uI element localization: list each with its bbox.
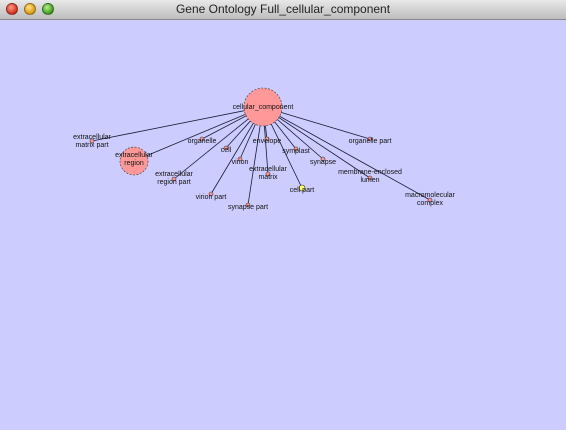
node-circle-cellular-component[interactable] bbox=[243, 87, 283, 127]
node-label-extracellular-region-part: region part bbox=[157, 179, 191, 186]
node-label-extracellular-matrix: extracellular bbox=[249, 166, 287, 173]
node-circle-extracellular-region[interactable] bbox=[119, 146, 149, 176]
node-label-membrane-enclosed-lumen: membrane-enclosed bbox=[338, 169, 402, 176]
node-circle-symplast[interactable] bbox=[293, 146, 299, 152]
node-circle-extracellular-region-part[interactable] bbox=[171, 176, 177, 182]
node-label-organelle-part: organelle part bbox=[349, 138, 392, 145]
node-label-symplast: symplast bbox=[282, 148, 310, 155]
node-circle-virion[interactable] bbox=[237, 156, 243, 162]
node-label-cell-part: cell part bbox=[290, 187, 315, 194]
window-title: Gene Ontology Full_cellular_component bbox=[175, 2, 391, 16]
node-circle-macromolecular-complex[interactable] bbox=[427, 197, 433, 203]
node-label-macromolecular-complex: complex bbox=[417, 200, 444, 207]
node-circle-synapse-part[interactable] bbox=[245, 202, 251, 208]
node-circle-extracellular-matrix-part[interactable] bbox=[89, 138, 95, 144]
node-cell-part[interactable]: cell part bbox=[290, 184, 315, 194]
node-envelope[interactable]: envelope bbox=[253, 136, 282, 145]
node-label-macromolecular-complex: macromolecular bbox=[405, 192, 455, 199]
node-circle-organelle[interactable] bbox=[199, 136, 205, 142]
node-label-extracellular-region: region bbox=[124, 160, 144, 167]
node-label-membrane-enclosed-lumen: lumen bbox=[360, 177, 379, 184]
node-label-organelle: organelle bbox=[188, 138, 217, 145]
node-organelle[interactable]: organelle bbox=[188, 136, 217, 145]
edge-membrane-enclosed-lumen bbox=[262, 106, 371, 179]
node-circle-envelope[interactable] bbox=[264, 136, 270, 142]
node-label-extracellular-matrix-part: extracellular bbox=[73, 134, 111, 141]
node-label-extracellular-region: extracellular bbox=[115, 152, 153, 159]
node-label-virion-part: virion part bbox=[196, 194, 227, 201]
node-label-envelope: envelope bbox=[253, 138, 282, 145]
node-circle-virion-part[interactable] bbox=[208, 191, 214, 197]
edge-extracellular-matrix-part bbox=[91, 106, 264, 142]
node-synapse[interactable]: synapse bbox=[310, 156, 336, 166]
node-label-extracellular-matrix: matrix bbox=[258, 174, 278, 181]
node-cellular-component[interactable]: cellular_component bbox=[233, 87, 294, 127]
node-symplast[interactable]: symplast bbox=[282, 146, 310, 155]
node-label-extracellular-region-part: extracellular bbox=[155, 171, 193, 178]
node-synapse-part[interactable]: synapse part bbox=[228, 202, 268, 211]
root-node-label: cellular_component bbox=[233, 104, 294, 111]
node-circle-extracellular-matrix[interactable] bbox=[265, 171, 271, 177]
node-label-extracellular-matrix-part: matrix part bbox=[75, 142, 108, 149]
edge-macromolecular-complex bbox=[262, 106, 431, 201]
node-circle-synapse[interactable] bbox=[320, 156, 326, 162]
node-circle-cell[interactable] bbox=[223, 145, 229, 151]
node-label-cell: cell bbox=[221, 147, 232, 154]
node-circle-membrane-enclosed-lumen[interactable] bbox=[367, 175, 373, 181]
node-virion[interactable]: virion bbox=[232, 156, 249, 166]
node-organelle-part[interactable]: organelle part bbox=[349, 136, 392, 145]
node-label-virion: virion bbox=[232, 159, 249, 166]
minimize-window-button[interactable] bbox=[24, 3, 36, 15]
node-circle-cell-part[interactable] bbox=[298, 184, 306, 192]
zoom-window-button[interactable] bbox=[42, 3, 54, 15]
node-label-synapse-part: synapse part bbox=[228, 204, 268, 211]
node-label-synapse: synapse bbox=[310, 159, 336, 166]
node-circle-organelle-part[interactable] bbox=[367, 136, 373, 142]
node-virion-part[interactable]: virion part bbox=[196, 191, 227, 201]
edge-extracellular-region bbox=[133, 106, 264, 162]
node-cell[interactable]: cell bbox=[221, 145, 232, 154]
close-window-button[interactable] bbox=[6, 3, 18, 15]
title-bar[interactable]: Gene Ontology Full_cellular_component bbox=[0, 0, 566, 20]
